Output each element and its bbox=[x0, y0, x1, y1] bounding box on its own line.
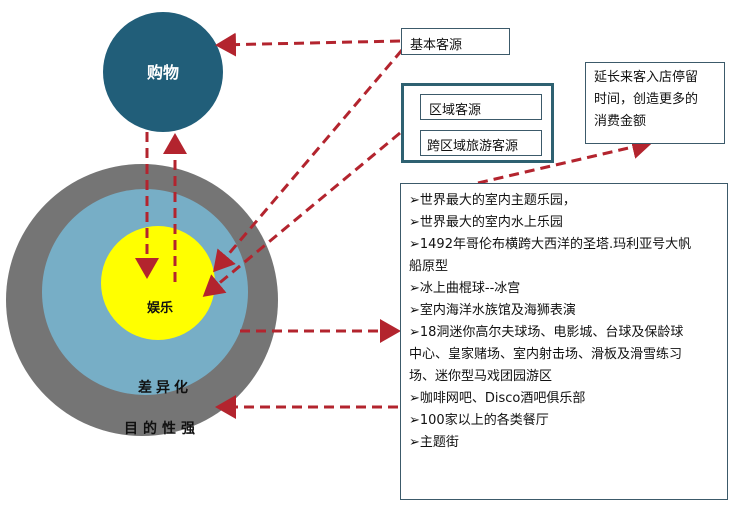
list-item: ➢世界最大的室内主题乐园， bbox=[409, 193, 576, 208]
list-item: ➢冰上曲棍球--冰宫 bbox=[409, 281, 521, 296]
cross-regional-source-label: 跨区域旅游客源 bbox=[427, 139, 519, 154]
shopping-label: 购物 bbox=[147, 63, 179, 82]
regional-sources-group: 区域客源 跨区域旅游客源 bbox=[401, 83, 554, 163]
list-item: ➢1492年哥伦布横跨大西洋的圣塔.玛利亚号大帆 bbox=[409, 237, 692, 252]
destination-label: 目的性强 bbox=[124, 420, 200, 437]
entertainment-label: 娱乐 bbox=[147, 300, 173, 316]
list-item: 船原型 bbox=[409, 259, 449, 274]
regional-source-box: 区域客源 bbox=[420, 94, 542, 120]
list-item: 中心、皇家赌场、室内射击场、滑板及滑雪练习 bbox=[409, 347, 683, 362]
cross-regional-source-box: 跨区域旅游客源 bbox=[420, 130, 542, 156]
list-item: 场、迷你型马戏团园游区 bbox=[409, 369, 553, 384]
note-line: 延长来客入店停留 bbox=[594, 70, 699, 85]
stay-duration-note-box: 延长来客入店停留 时间，创造更多的 消费金额 bbox=[585, 62, 725, 144]
list-item: ➢室内海洋水族馆及海狮表演 bbox=[409, 303, 576, 318]
list-item: ➢世界最大的室内水上乐园 bbox=[409, 215, 563, 230]
basic-source-label: 基本客源 bbox=[410, 38, 463, 53]
shopping-circle bbox=[103, 12, 223, 132]
basic-source-box: 基本客源 bbox=[401, 28, 510, 55]
differentiation-label: 差异化 bbox=[138, 379, 192, 396]
list-item: ➢18洞迷你高尔夫球场、电影城、台球及保龄球 bbox=[409, 325, 684, 340]
arrow-features-to-note bbox=[477, 135, 653, 185]
list-item: ➢100家以上的各类餐厅 bbox=[409, 413, 549, 428]
note-line: 消费金额 bbox=[594, 114, 647, 129]
note-line: 时间，创造更多的 bbox=[594, 92, 699, 107]
entertainment-circle bbox=[101, 226, 215, 340]
arrow-basic-to-entertainment bbox=[213, 49, 404, 273]
arrow-basic-to-shopping bbox=[215, 32, 401, 57]
arrow-regional-to-entertainment bbox=[202, 131, 401, 297]
list-item: ➢主题街 bbox=[409, 435, 459, 450]
list-item: ➢咖啡网吧、Disco酒吧俱乐部 bbox=[409, 391, 586, 406]
regional-source-label: 区域客源 bbox=[429, 103, 482, 118]
features-list-box: ➢世界最大的室内主题乐园， ➢世界最大的室内水上乐园 ➢1492年哥伦布横跨大西… bbox=[400, 183, 728, 500]
